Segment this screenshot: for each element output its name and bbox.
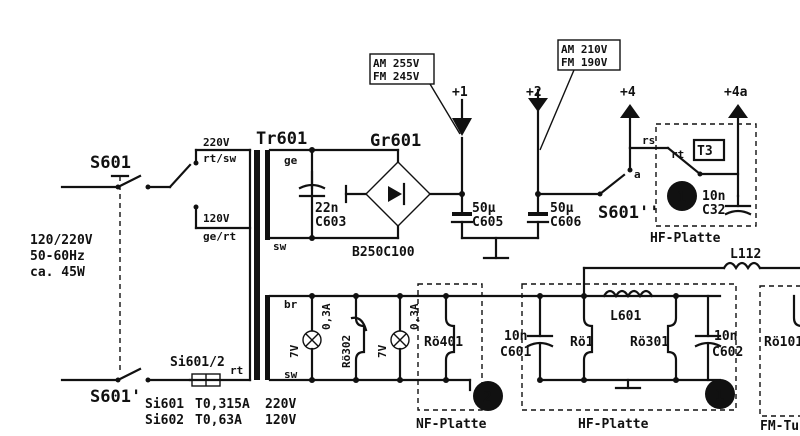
t3-label: T3 <box>697 144 713 159</box>
c601-value: 10n <box>504 329 527 344</box>
lamp2-voltage: 7V <box>376 344 389 358</box>
c602-value: 10n <box>714 329 737 344</box>
output-120v: 120V <box>265 413 296 428</box>
ro301-label: Rö301 <box>630 335 669 350</box>
lamp1-voltage: 7V <box>288 344 301 358</box>
voltage-box-1 <box>369 53 461 135</box>
fm-tuner-board <box>759 285 800 417</box>
lamp2-current: 0,3A <box>408 303 421 330</box>
c605-value: 50µ <box>472 201 496 216</box>
transformer-tr601 <box>254 148 314 382</box>
mains-frequency: 50-60Hz <box>30 249 85 264</box>
c605-label: C605 <box>472 215 503 230</box>
tap-120v: 120V <box>203 212 230 225</box>
heater-circuit <box>302 283 542 411</box>
tap-gert: ge/rt <box>203 230 236 243</box>
badge-1-bottom-number: 1 <box>715 386 724 404</box>
rectifier-label: Gr601 <box>370 131 421 151</box>
secondary-br: br <box>284 298 298 311</box>
switch-s601-dblprime-label: S601'' <box>598 203 659 223</box>
fuse-si601 <box>191 373 221 387</box>
fuse-si601-name: Si601 <box>145 397 184 412</box>
terminal-plus4-label: +4 <box>620 85 636 100</box>
filter-network <box>450 108 602 260</box>
terminal-plus1-label: +1 <box>452 85 468 100</box>
c606-label: C606 <box>550 215 581 230</box>
mains-power: ca. 45W <box>30 265 85 280</box>
c603-label: C603 <box>315 215 346 230</box>
badge-1-bottom <box>705 379 735 409</box>
c32-label: C32 <box>702 203 725 218</box>
switch-s601-dblprime <box>597 146 670 197</box>
voltage-box-2-fm: FM 190V <box>561 56 608 69</box>
rectifier-type: B250C100 <box>352 245 415 260</box>
ro401-label: Rö401 <box>424 335 463 350</box>
secondary-sw2: sw <box>284 368 298 381</box>
badge-1-top <box>667 181 697 211</box>
voltage-selector <box>168 148 252 382</box>
voltage-box-2-am: AM 210V <box>561 43 608 56</box>
voltage-box-1-am: AM 255V <box>373 57 420 70</box>
terminal-plus1 <box>452 98 472 136</box>
lamp1-current: 0,3A <box>320 303 333 330</box>
fuse-label: Si601/2 <box>170 355 225 370</box>
ro1-label: Rö1 <box>570 335 594 350</box>
tap-rtsw: rt/sw <box>203 152 236 165</box>
voltage-box-2 <box>539 39 621 151</box>
c32-value: 10n <box>702 189 725 204</box>
hf-board-top <box>655 123 757 227</box>
rt-label: rt <box>671 148 684 161</box>
ro302-label: Rö302 <box>340 335 353 368</box>
ro101-label: Rö101 <box>764 335 800 350</box>
badge-2-number: 2 <box>483 388 492 406</box>
rs-label: rs <box>642 134 655 147</box>
switch-s601b-label: S601' <box>90 387 141 407</box>
terminal-plus4 <box>620 104 640 150</box>
hf-board-bottom <box>521 261 800 411</box>
s601-contact <box>116 174 142 189</box>
c601-label: C601 <box>500 345 531 360</box>
nf-board-label: NF-Platte <box>416 417 487 432</box>
mains-voltage: 120/220V <box>30 233 93 248</box>
hv-rectifier <box>298 147 464 241</box>
l601-label: L601 <box>610 309 641 324</box>
voltage-box-1-fm: FM 245V <box>373 70 420 83</box>
fuse-si602-value: T0,63A <box>195 413 242 428</box>
fuse-rt: rt <box>230 364 243 377</box>
badge-2 <box>473 381 503 411</box>
l112-label: L112 <box>730 247 761 262</box>
c602-label: C602 <box>712 345 743 360</box>
fuse-si602-name: Si602 <box>145 413 184 428</box>
secondary-ge: ge <box>284 154 298 167</box>
c606-value: 50µ <box>550 201 574 216</box>
fuse-si601-value: T0,315A <box>195 397 250 412</box>
mains-input <box>60 174 192 383</box>
c603-value: 22n <box>315 201 338 216</box>
badge-1-top-number: 1 <box>677 188 686 206</box>
a-label: a <box>634 168 641 181</box>
terminal-plus2-label: +2 <box>526 85 542 100</box>
tap-220v: 220V <box>203 136 230 149</box>
switch-s601-label: S601 <box>90 153 131 173</box>
terminal-plus4a-label: +4a <box>724 85 748 100</box>
hf-board-top-label: HF-Platte <box>650 231 721 246</box>
terminal-plus2 <box>528 88 548 112</box>
secondary-sw: sw <box>273 240 287 253</box>
fm-tuner-label: FM-Tu <box>760 419 799 434</box>
transformer-label: Tr601 <box>256 129 307 149</box>
hf-board-bottom-label: HF-Platte <box>578 417 649 432</box>
terminal-plus4a <box>728 104 748 198</box>
output-220v: 220V <box>265 397 296 412</box>
